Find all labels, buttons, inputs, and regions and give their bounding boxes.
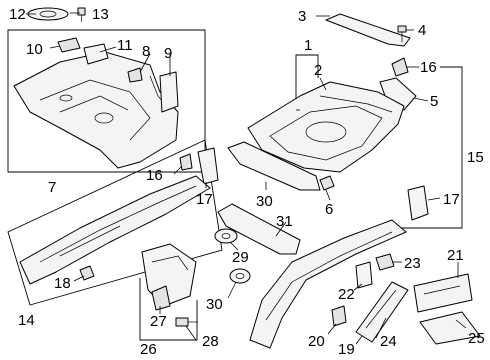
part-20-clip <box>331 305 347 327</box>
group-26-bracket <box>139 278 198 341</box>
part-18-clip <box>79 265 95 281</box>
callout-11: 11 <box>117 37 133 54</box>
part-31-rail <box>217 203 301 255</box>
callout-19: 19 <box>338 341 355 358</box>
part-16-bracket-upper <box>391 57 409 77</box>
group-15-bracket <box>400 66 463 229</box>
callout-2: 2 <box>314 62 322 79</box>
part-17-bracket-right <box>407 185 429 221</box>
callout-9: 9 <box>164 45 172 62</box>
callout-28: 28 <box>202 333 219 350</box>
callout-16-upper: 16 <box>420 59 437 76</box>
callout-30-middle: 30 <box>256 193 273 210</box>
group-14-frame <box>7 139 223 306</box>
callout-17-left: 17 <box>196 191 213 208</box>
part-19-reinforcement <box>355 281 409 343</box>
callout-22: 22 <box>338 286 355 303</box>
callout-24: 24 <box>380 333 397 350</box>
part-21-panel <box>413 273 473 313</box>
callout-12: 12 <box>9 6 26 23</box>
callout-30-lower: 30 <box>206 296 223 313</box>
part-30-crossmember <box>227 141 321 191</box>
part-14-side-rail <box>19 175 211 285</box>
callout-23: 23 <box>404 255 421 272</box>
leader-lines <box>26 12 467 345</box>
callout-3: 3 <box>298 8 306 25</box>
part-3-crossmember <box>325 13 411 47</box>
part-30-mount <box>229 268 251 284</box>
callout-13: 13 <box>92 6 109 23</box>
part-22-bracket <box>355 261 373 289</box>
part-29-mount <box>214 228 238 244</box>
part-23-clip <box>375 253 395 271</box>
callout-29: 29 <box>232 249 249 266</box>
part-27-bracket <box>151 285 171 311</box>
part-26-bracket-assembly <box>141 243 197 307</box>
part-16-bracket-lower <box>179 153 193 171</box>
callout-15: 15 <box>467 149 484 166</box>
callout-6: 6 <box>325 201 333 218</box>
callout-25: 25 <box>468 330 485 347</box>
callout-21: 21 <box>447 247 464 264</box>
callout-31: 31 <box>276 213 293 230</box>
callout-20: 20 <box>308 333 325 350</box>
part-rear-floor-pan <box>13 51 179 169</box>
callout-10: 10 <box>26 41 43 58</box>
part-28-bolt <box>175 317 198 327</box>
callout-7: 7 <box>48 179 56 196</box>
callout-26: 26 <box>140 341 157 358</box>
callout-5: 5 <box>430 93 438 110</box>
part-15-side-member <box>249 219 407 349</box>
callout-4: 4 <box>418 22 426 39</box>
part-8-clip <box>127 67 143 83</box>
part-9-bracket <box>159 71 179 113</box>
part-1-rear-floor-assembly <box>247 81 405 173</box>
callout-14: 14 <box>18 312 35 329</box>
group-1-bracket <box>295 54 319 110</box>
part-6-clip <box>319 175 335 191</box>
part-10-bracket <box>57 37 81 53</box>
callout-27: 27 <box>150 313 167 330</box>
part-25-panel <box>419 311 481 345</box>
part-13-bolt <box>77 7 86 22</box>
callout-18: 18 <box>54 275 71 292</box>
callout-16-lower: 16 <box>146 167 163 184</box>
callout-1: 1 <box>304 37 312 54</box>
part-17-bracket-left <box>197 147 219 185</box>
callout-17-right: 17 <box>443 191 460 208</box>
part-11-bracket <box>83 43 109 65</box>
part-4-bolt <box>397 25 407 42</box>
callout-8: 8 <box>142 43 150 60</box>
